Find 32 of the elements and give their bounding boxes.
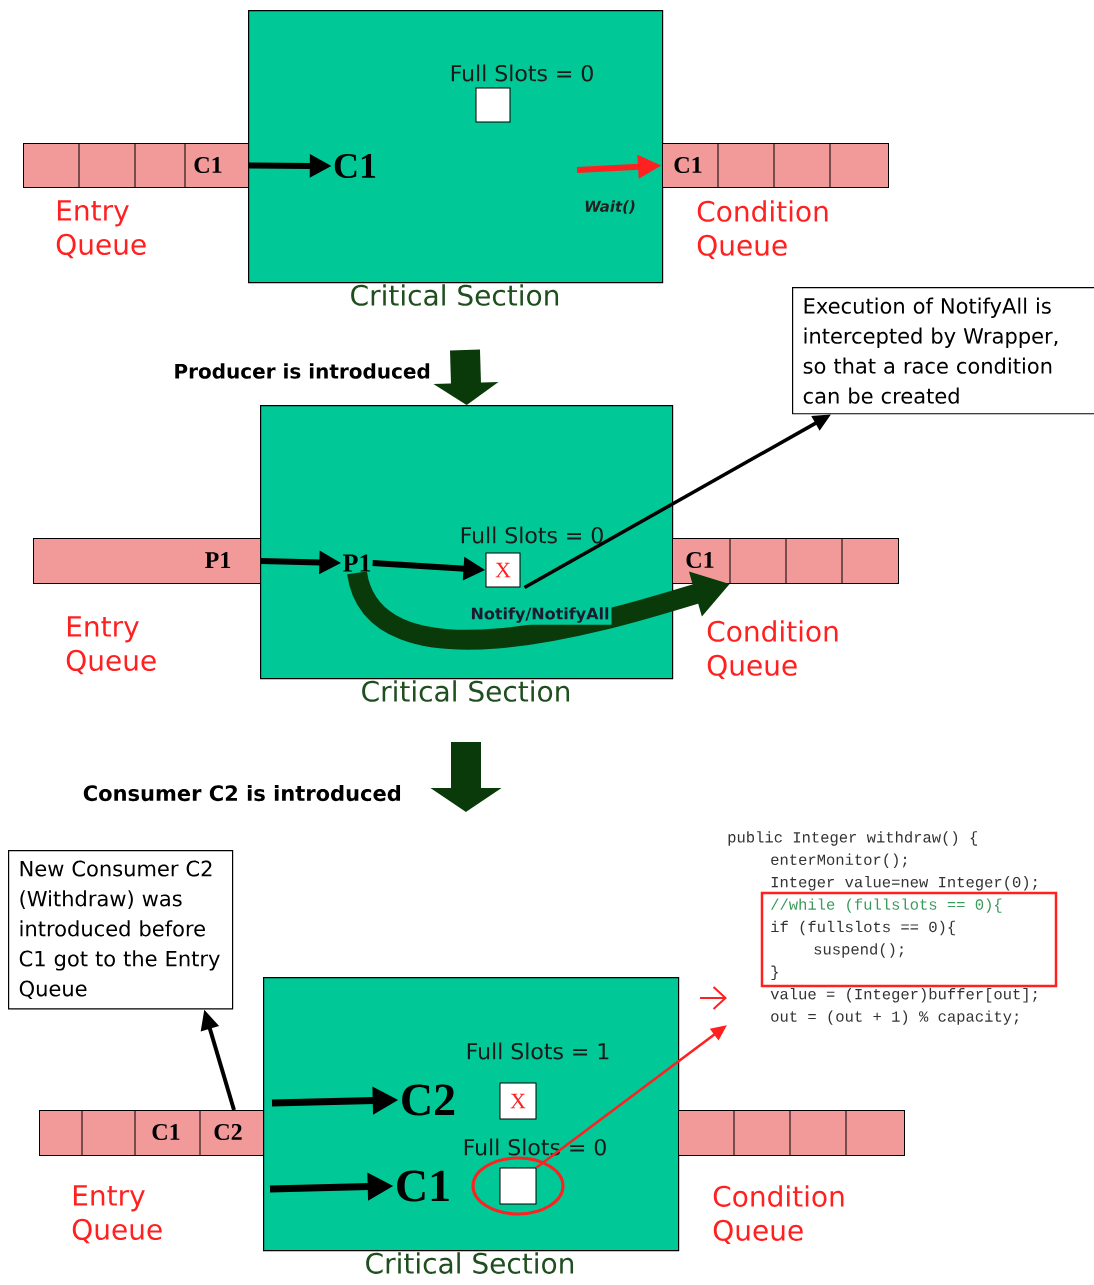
queue-label: Entry Queue [72, 1185, 162, 1244]
queue-bar: P1 [33, 538, 261, 584]
queue-bar: C1 C2 [39, 1109, 264, 1156]
callout-box: New Consumer C2 (Withdraw) was introduced before C1 got to the Entry Queue [8, 850, 234, 1010]
caption-text: Consumer C2 is introduced [83, 784, 401, 802]
consumer-label: C2 [402, 1084, 455, 1116]
consumer-label: P1 [343, 554, 371, 572]
queue-label: Entry Queue [56, 200, 146, 259]
slot-count: Full Slots = 0 [464, 1138, 606, 1156]
queue-bar: C1 [23, 142, 249, 188]
arrow [699, 986, 727, 1010]
queue-bar: C1 [672, 537, 899, 584]
slot-count: Full Slots = 0 [451, 64, 593, 82]
slot-count: Full Slots = 1 [467, 1042, 609, 1060]
queue-label: Condition Queue [713, 1185, 844, 1245]
slot-box: X [485, 552, 521, 588]
code-snippet: public Integer withdraw() { enterMonitor(); Integer value=new Integer(0); //while (fullslots == 0){ if (fullslots == 0){ suspend(); } value = (Integer)buffer[out]; out = (out + 1) % capacity; [728, 831, 1037, 1025]
queue-label: Condition Queue [707, 620, 838, 680]
slot-count: Full Slots = 0 [461, 526, 603, 544]
slot-box: X [499, 1082, 537, 1120]
queue-bar: C1 [662, 142, 889, 188]
section-title: Critical Section [362, 680, 570, 702]
edge-label: Wait() [585, 200, 635, 214]
queue-label: Condition Queue [697, 200, 828, 260]
consumer-label: C1 [334, 153, 376, 179]
section-title: Critical Section [351, 284, 559, 306]
consumer-label: C1 [397, 1170, 449, 1202]
queue-label: Entry Queue [66, 616, 156, 675]
edge-label: Notify/NotifyAll [468, 605, 612, 625]
edge-label: Producer is introduced [175, 363, 430, 379]
callout-box: Execution of NotifyAll is intercepted by Wrapper, so that a race condition can be created [792, 287, 1094, 415]
section-title: Critical Section [366, 1252, 574, 1274]
